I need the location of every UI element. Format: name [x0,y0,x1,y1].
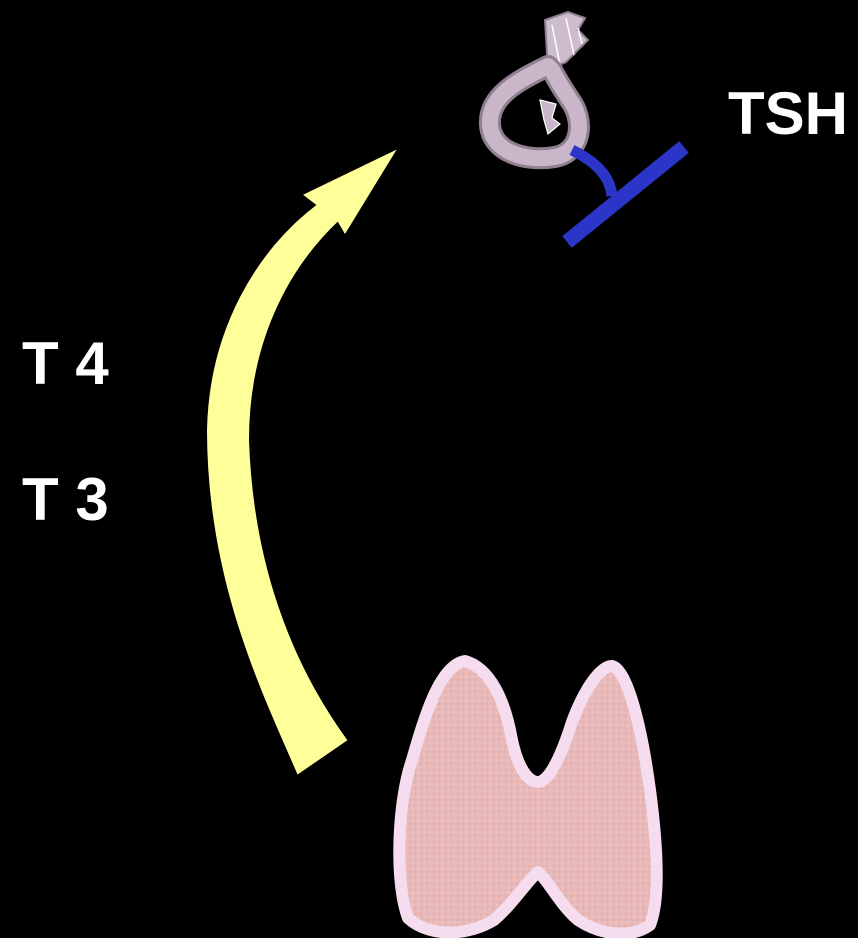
tsh-label: TSH [728,84,848,144]
pituitary-gland-icon [490,12,588,158]
curved-arrow-icon [208,152,394,773]
thyroid-gland-icon [399,661,656,934]
t4-label: T 4 [22,334,109,394]
inhibition-symbol-icon [567,147,684,242]
t3-label: T 3 [22,470,109,530]
